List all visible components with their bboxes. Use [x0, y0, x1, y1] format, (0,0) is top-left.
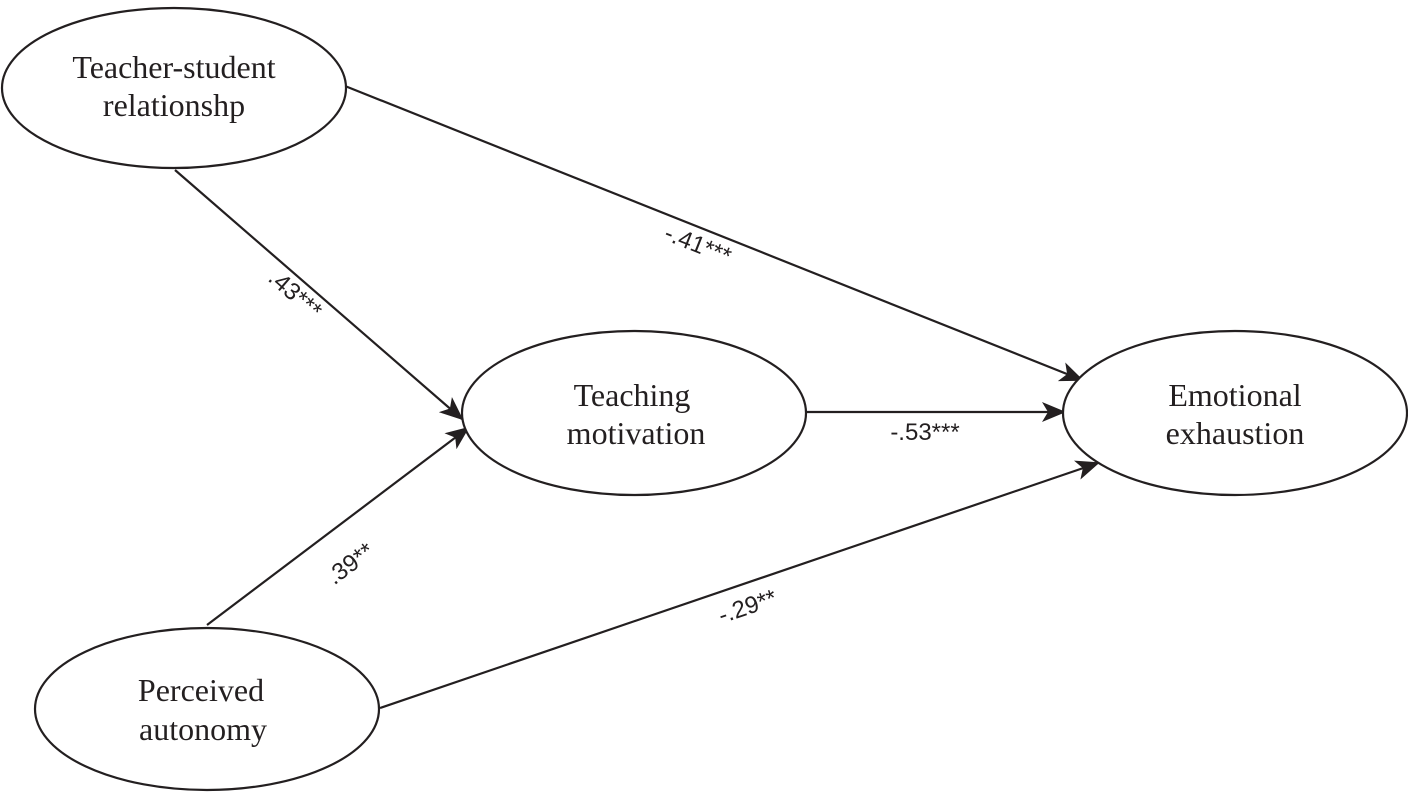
edge-teaching-motivation-to-emotional-exhaustion: -.53***	[806, 402, 1066, 446]
arrow-line	[206, 426, 470, 626]
path-coefficient-label: -.53***	[890, 419, 959, 446]
node-ellipse	[1061, 329, 1408, 497]
node-label-line-1: Perceived	[138, 672, 264, 708]
node-label-line-2: motivation	[567, 415, 706, 451]
edge-teacher-student-to-teaching-motivation: .43***	[174, 169, 464, 421]
node-ellipse	[0, 6, 348, 170]
node-emotional-exhaustion: Emotional exhaustion	[1061, 329, 1408, 497]
node-label-line-1: Teacher-student	[72, 49, 275, 85]
node-teaching-motivation: Teaching motivation	[460, 329, 808, 497]
node-perceived-autonomy: Perceived autonomy	[33, 626, 381, 792]
node-label-line-1: Teaching	[574, 377, 691, 413]
node-ellipse	[33, 626, 381, 792]
edge-teacher-student-to-emotional-exhaustion: -.41***	[344, 84, 1084, 382]
node-teacher-student-relationship: Teacher-student relationshp	[0, 6, 348, 170]
node-ellipse	[460, 329, 808, 497]
node-label-line-2: exhaustion	[1166, 415, 1305, 451]
edge-perceived-autonomy-to-emotional-exhaustion: -.29**	[379, 460, 1100, 710]
path-coefficient-label: .39**	[322, 538, 380, 591]
node-label-line-1: Emotional	[1168, 377, 1301, 413]
node-label-line-2: autonomy	[139, 711, 267, 747]
arrow-line	[344, 84, 1084, 382]
node-label-line-2: relationshp	[103, 87, 245, 123]
edge-perceived-autonomy-to-teaching-motivation: .39**	[206, 426, 470, 626]
arrow-line	[379, 460, 1100, 710]
arrow-line	[174, 169, 464, 421]
